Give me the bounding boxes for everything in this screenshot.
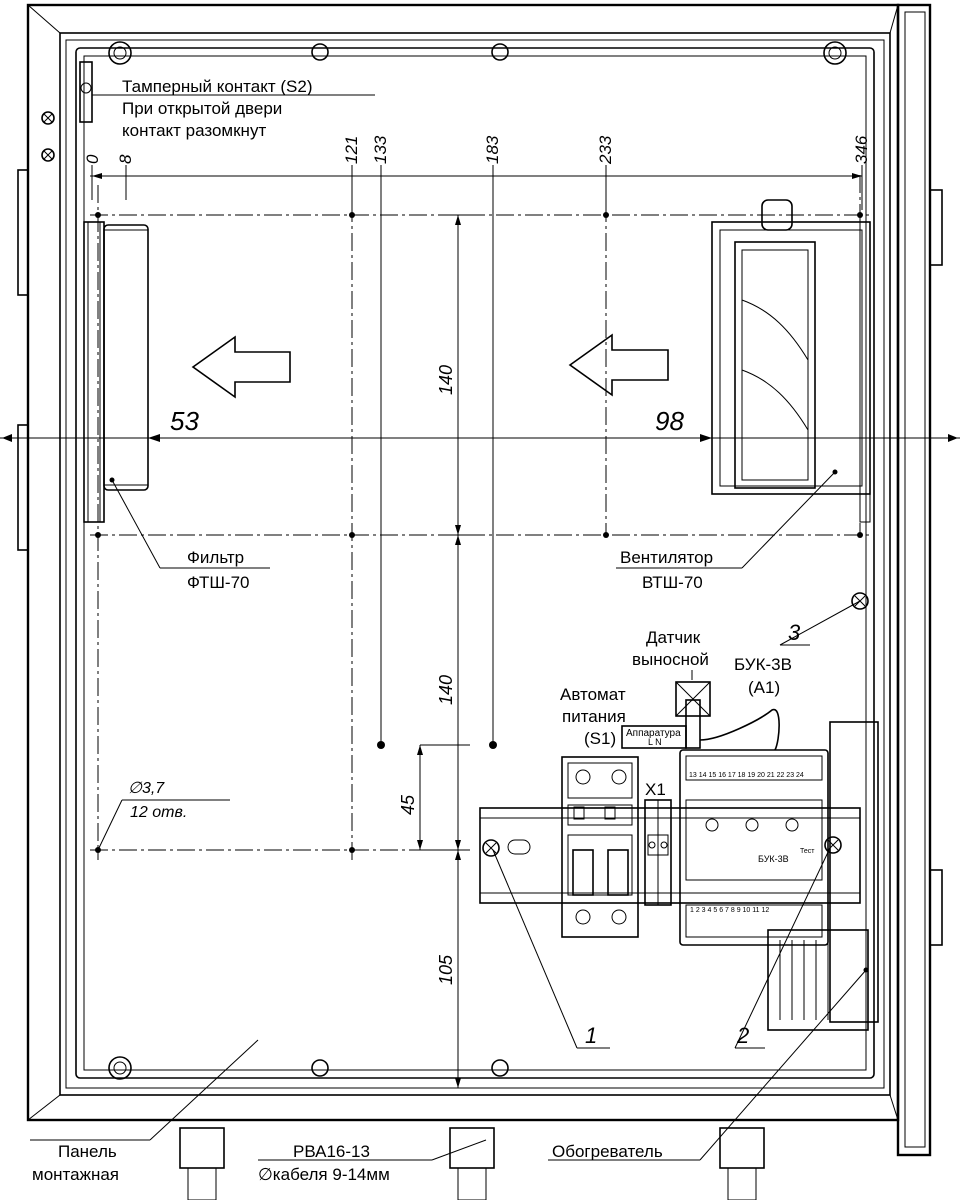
callout-3: 3 — [788, 620, 801, 645]
tamper-label-1: Тамперный контакт (S2) — [122, 77, 312, 96]
vertical-dimension-chain: 140 140 45 105 — [398, 214, 470, 1088]
mounting-panel — [75, 41, 875, 1080]
dim-98: 98 — [655, 406, 684, 436]
buk-label-2: (А1) — [748, 678, 780, 697]
annotations: Тамперный контакт (S2) При открытой двер… — [32, 77, 801, 1184]
remote-sensor — [675, 681, 780, 751]
dim-x-183: 183 — [483, 135, 502, 164]
buk-terminals-top: 13 14 15 16 17 18 19 20 21 22 23 24 — [689, 772, 804, 779]
dim-x-346: 346 — [852, 135, 871, 164]
buk-controller: 13 14 15 16 17 18 19 20 21 22 23 24 БУК-… — [679, 749, 829, 946]
hole-count-label: 12 отв. — [130, 804, 187, 821]
apparatus-ln: L N — [648, 737, 662, 747]
breaker-label-2: питания — [562, 707, 626, 726]
din-rail — [479, 807, 861, 904]
fan-label-2: ВТШ-70 — [642, 573, 703, 592]
enclosure-body — [17, 3, 943, 1157]
heater-label: Обогреватель — [552, 1142, 663, 1161]
buk-terminals-bottom: 1 2 3 4 5 6 7 8 9 10 11 12 — [690, 907, 769, 914]
breaker-label-1: Автомат — [560, 685, 626, 704]
sensor-label-2: выносной — [632, 650, 709, 669]
dim-105: 105 — [436, 954, 456, 985]
filter-label-2: ФТШ-70 — [187, 573, 250, 592]
gland-label-1: РВА16-13 — [293, 1142, 370, 1161]
dim-53: 53 — [170, 406, 199, 436]
heater — [767, 721, 879, 1031]
fan-label-1: Вентилятор — [620, 548, 713, 567]
screw-icon — [41, 111, 869, 857]
apparatus-label: Аппаратура L N — [621, 725, 687, 749]
cable-gland-1 — [179, 1127, 225, 1200]
sensor-label-1: Датчик — [646, 628, 701, 647]
depth-dimensions: 53 98 — [2, 406, 958, 442]
filter-label-1: Фильтр — [187, 548, 244, 567]
cable-glands — [179, 1127, 765, 1200]
dim-x-8: 8 — [116, 154, 135, 164]
tamper-label-2: При открытой двери — [122, 99, 282, 118]
hole-dia-label: ∅3,7 — [128, 780, 165, 797]
dim-x-233: 233 — [596, 135, 615, 165]
gland-label-2: ∅кабеля 9-14мм — [258, 1165, 390, 1184]
dim-140-bottom: 140 — [436, 675, 456, 705]
terminal-block-x1 — [644, 799, 672, 906]
dim-140-top: 140 — [436, 365, 456, 395]
dim-x-121: 121 — [342, 136, 361, 164]
terminal-label: X1 — [645, 780, 666, 799]
callout-2: 2 — [736, 1023, 749, 1048]
cable-gland-3 — [719, 1127, 765, 1200]
fan-unit — [711, 199, 871, 523]
dim-x-133: 133 — [371, 135, 390, 164]
dim-45: 45 — [398, 794, 418, 815]
leader-lines — [30, 471, 867, 1161]
buk-label: БУК-3В — [758, 854, 789, 864]
centerlines — [0, 175, 960, 860]
dim-x-0: 0 — [83, 154, 102, 164]
cable-gland-2 — [449, 1127, 495, 1200]
mount-hole-icon — [108, 41, 847, 1080]
tamper-contact — [79, 61, 375, 123]
buk-test: Тест — [800, 848, 815, 855]
top-dimension-line: 0 8 121 133 183 233 346 — [83, 135, 871, 745]
tamper-label-3: контакт разомкнут — [122, 121, 266, 140]
panel-label-2: монтажная — [32, 1165, 119, 1184]
buk-label-1: БУК-3В — [734, 655, 792, 674]
callout-1: 1 — [585, 1023, 597, 1048]
arrow-left-icon — [191, 333, 669, 399]
panel-label-1: Панель — [58, 1142, 117, 1161]
circuit-breaker — [561, 756, 639, 938]
apparatus-text: Аппаратура — [626, 728, 681, 739]
breaker-label-3: (S1) — [584, 729, 616, 748]
filter-unit — [83, 221, 149, 523]
